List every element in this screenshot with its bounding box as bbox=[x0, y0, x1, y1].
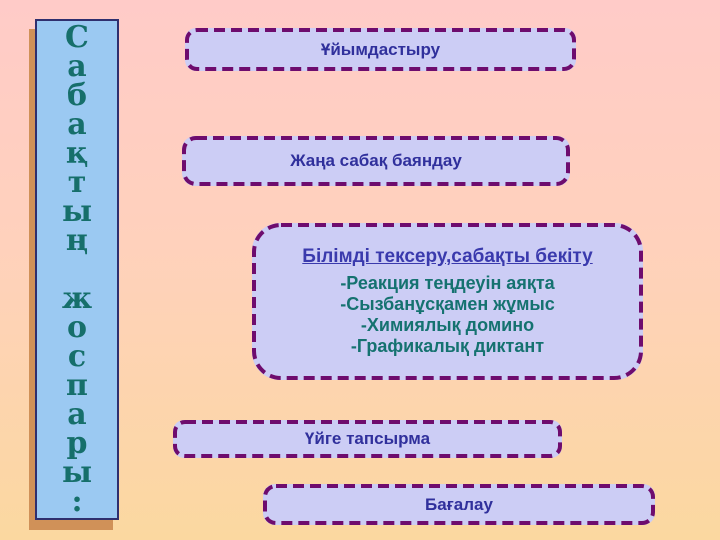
stage-box-organization: Ұйымдастыру bbox=[185, 28, 576, 71]
stage-box-knowledge-check: Білімді тексеру,сабақты бекіту -Реакция … bbox=[252, 223, 643, 380]
knowledge-check-item: -Сызбанұсқамен жұмыс bbox=[340, 294, 555, 314]
stage-label-organization: Ұйымдастыру bbox=[320, 39, 441, 59]
vertical-lesson-plan-title: С а б а қ т ы ң ж о с п а р ы : bbox=[61, 20, 93, 519]
stage-box-assessment: Бағалау bbox=[263, 484, 655, 525]
stage-box-homework: Үйге тапсырма bbox=[173, 420, 562, 458]
knowledge-check-item: -Графикалық диктант bbox=[350, 336, 545, 356]
stage-label-assessment: Бағалау bbox=[425, 494, 493, 514]
knowledge-check-content: Білімді тексеру,сабақты бекіту -Реакция … bbox=[302, 246, 592, 357]
knowledge-check-item: -Химиялық домино bbox=[360, 315, 535, 335]
sidebar-title-panel: С а б а қ т ы ң ж о с п а р ы : bbox=[35, 19, 119, 520]
stage-label-new-lesson: Жаңа сабақ баяндау bbox=[290, 151, 462, 170]
stage-box-new-lesson: Жаңа сабақ баяндау bbox=[182, 136, 570, 186]
stage-label-homework: Үйге тапсырма bbox=[304, 429, 431, 448]
knowledge-check-title: Білімді тексеру,сабақты бекіту bbox=[302, 246, 593, 267]
knowledge-check-item: -Реакция теңдеуін аяқта bbox=[340, 273, 555, 293]
